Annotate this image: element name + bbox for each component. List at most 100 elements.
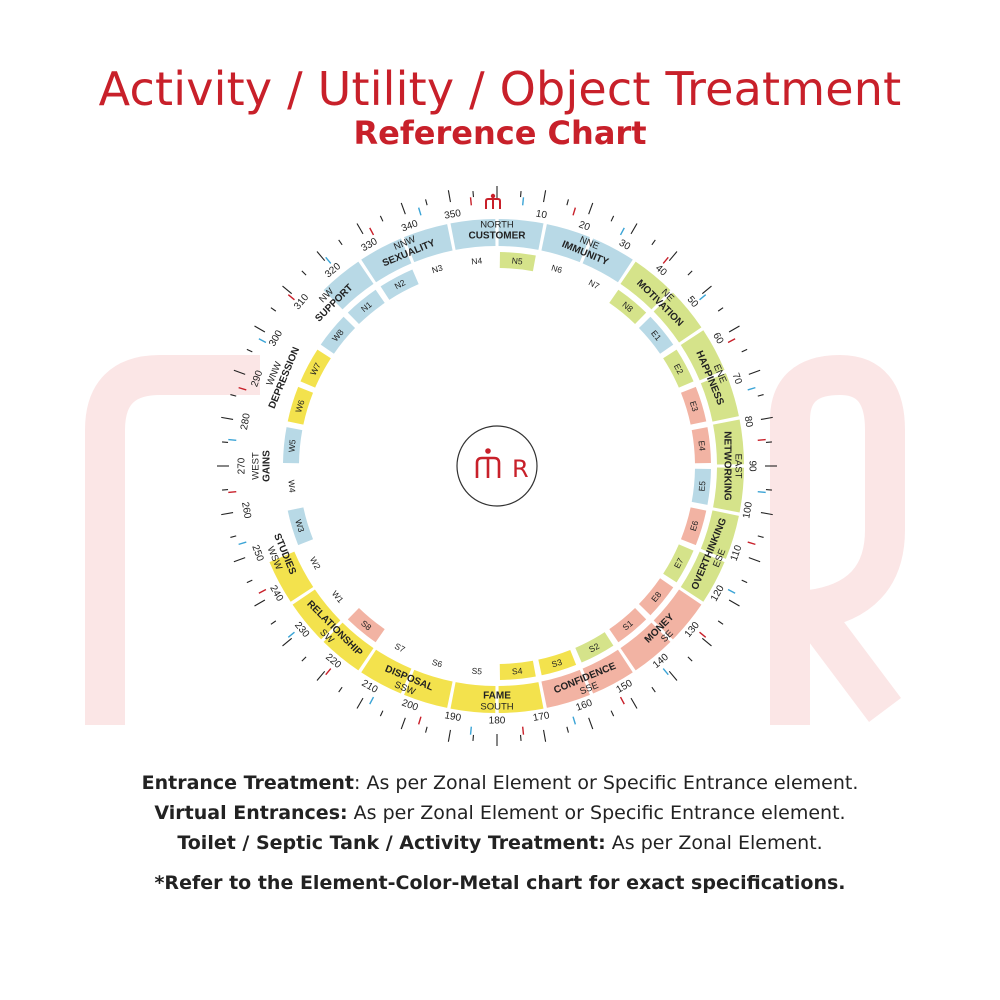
degree-label: 160 [574, 697, 594, 713]
tick-mark [338, 239, 343, 246]
tick-mark [668, 670, 678, 681]
zone-code-label: S6 [431, 657, 444, 670]
outer-zone-segment [582, 238, 633, 283]
outer-zone-segment [680, 551, 725, 602]
tick-mark [630, 697, 638, 709]
zone-tick [369, 227, 375, 236]
zone-code-label: N2 [393, 277, 408, 291]
outer-zone-segment [269, 551, 314, 602]
tick-mark [254, 325, 266, 333]
degree-label: 200 [400, 698, 420, 714]
tick-mark [246, 348, 253, 353]
zone-tick [727, 338, 736, 344]
tick-mark [748, 557, 761, 563]
outer-zone-segment [582, 649, 633, 694]
tick-mark [233, 557, 246, 563]
zone-tick [325, 668, 332, 676]
inner-zone-segment [680, 386, 707, 425]
tick-mark [687, 656, 693, 662]
degree-label: 50 [685, 294, 701, 310]
outer-zone-segment [450, 219, 496, 250]
tick-mark [519, 191, 522, 198]
tick-mark [728, 599, 740, 607]
degree-label: 70 [730, 372, 744, 387]
outer-zone-segment [498, 219, 544, 250]
inner-zone-segment [609, 289, 647, 325]
zone-tick [572, 716, 577, 725]
tick-mark [668, 251, 678, 262]
inner-zone-segment [638, 578, 674, 616]
tick-mark [472, 191, 475, 198]
tick-mark [356, 223, 364, 235]
logo-text: R [512, 455, 529, 483]
tick-mark [687, 270, 693, 276]
inner-zone-segment [287, 507, 314, 546]
zone-tick [287, 294, 295, 301]
zone-tick [238, 541, 247, 546]
zone-code-label: E4 [697, 440, 708, 452]
outer-zone-segment [404, 669, 453, 708]
outer-zone-segment [653, 589, 702, 640]
zone-code-label: W3 [293, 518, 306, 533]
tick-mark [701, 285, 712, 295]
tick-mark [254, 599, 266, 607]
outer-zone-segment [323, 261, 374, 310]
degree-label: 180 [489, 716, 506, 727]
watermark-stroke [85, 355, 260, 725]
zone-tick [287, 631, 295, 638]
degree-label: 280 [239, 412, 253, 431]
inner-zone-segment [538, 649, 577, 676]
outer-zone-segment [713, 467, 744, 513]
zone-name-label: FAME [483, 691, 511, 702]
inner-zone-segment [691, 427, 711, 464]
zone-code-label: W5 [286, 439, 297, 453]
degree-label: 40 [653, 263, 669, 279]
outer-zone-segment [653, 292, 702, 343]
tick-mark [588, 717, 594, 730]
tick-mark [757, 394, 764, 397]
tick-mark [356, 697, 364, 709]
zone-tick [757, 438, 766, 442]
tick-mark [651, 239, 656, 246]
inner-zone-segment [680, 507, 707, 546]
logo-person-icon [475, 448, 501, 478]
zone-code-label: S3 [550, 657, 563, 670]
tick-mark [542, 729, 547, 742]
tick-mark [741, 348, 748, 353]
direction-label: NORTH [480, 220, 514, 231]
tick-mark [566, 199, 569, 206]
zone-code-label: E2 [672, 362, 686, 376]
inner-zone-segment [287, 386, 314, 425]
zone-code-label: E7 [672, 556, 686, 570]
outer-zone-segment [450, 682, 496, 713]
degree-label: 290 [249, 369, 265, 389]
tick-mark [230, 535, 237, 538]
tick-mark [338, 686, 343, 693]
watermark-stroke [770, 354, 905, 725]
page-title: Activity / Utility / Object Treatment [98, 62, 902, 116]
tick-mark [222, 488, 229, 491]
outer-zone-segment [292, 589, 341, 640]
zone-code-label: N3 [431, 262, 445, 275]
zone-code-label: N4 [471, 255, 483, 266]
zone-code-label: N5 [511, 255, 523, 266]
zone-tick [521, 197, 525, 206]
tick-mark [447, 729, 452, 742]
degree-label: 250 [249, 543, 265, 563]
outer-zone-segment [713, 419, 744, 465]
tick-mark [379, 215, 384, 222]
tick-mark [400, 202, 406, 215]
zone-tick [258, 588, 267, 594]
zone-tick [521, 726, 525, 735]
zone-tick [417, 716, 422, 725]
zone-code-label: S2 [587, 641, 601, 655]
zone-tick [572, 207, 577, 216]
tick-mark [221, 416, 234, 421]
outer-zone-segment [700, 510, 739, 559]
degree-label: 60 [710, 331, 725, 347]
inner-zone-segment [609, 607, 647, 643]
direction-label: EAST [733, 454, 744, 479]
tick-mark [282, 637, 293, 647]
degree-label: 80 [742, 415, 755, 428]
degree-label: 270 [237, 457, 248, 474]
